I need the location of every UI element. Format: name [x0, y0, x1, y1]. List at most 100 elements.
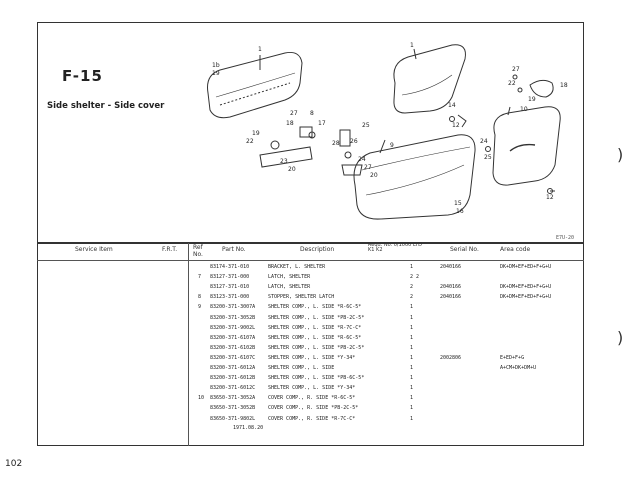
figure-id: F-15 — [62, 67, 103, 85]
binding-mark: ) — [617, 328, 624, 347]
svg-text:12: 12 — [546, 194, 554, 201]
row-qty: 2 — [410, 284, 414, 291]
svg-text:26: 26 — [350, 138, 358, 145]
row-qty: 1 — [410, 385, 414, 392]
row-part: 83200-371-3007A — [210, 304, 256, 311]
row-desc: SHELTER COMP., L. SIDE *Y-34* — [268, 385, 356, 392]
row-part: 83174-371-010 — [210, 264, 250, 270]
svg-text:23: 23 — [280, 158, 288, 165]
svg-text:24: 24 — [480, 138, 488, 145]
svg-text:15: 15 — [454, 200, 462, 207]
row-desc: COVER COMP., R. SIDE *PB-2C-5* — [268, 405, 359, 412]
col-service-item: Service Item — [75, 246, 113, 253]
col-frt: F.R.T. — [162, 246, 178, 253]
row-area: DK+DM+EF+ED+F+G+U — [500, 294, 552, 301]
row-desc: COVER COMP., R. SIDE *R-6C-5* — [268, 395, 356, 402]
figure-code: E7U-20 — [556, 235, 575, 241]
row-part: 83200-371-6012A — [210, 365, 256, 371]
row-area: DK+DM+EF+ED+F+G+U — [500, 284, 552, 291]
svg-text:20: 20 — [288, 166, 296, 173]
row-ref: 9 — [198, 304, 202, 311]
row-desc: LATCH, SHELTER — [268, 284, 311, 291]
row-desc: LATCH, SHELTER — [268, 274, 311, 281]
row-part: 83200-371-6107C — [210, 354, 256, 361]
row-serial: 2040166 — [440, 284, 462, 291]
row-qty: 1 — [410, 354, 414, 361]
row-area: DK+DM+EF+ED+F+G+U — [500, 264, 552, 270]
col-reqd-no: Reqd. No. 0/1000 LTD K1 K2 — [368, 242, 422, 253]
svg-text:25: 25 — [484, 154, 492, 161]
row-part: 83200-371-9002L — [210, 324, 256, 331]
row-part: 83200-371-6012B — [210, 375, 256, 382]
row-desc: STOPPER, SHELTER LATCH — [268, 294, 335, 301]
col-ref-no: Ref No. — [193, 244, 203, 258]
svg-text:28: 28 — [332, 140, 340, 147]
row-serial: 2002806 — [440, 354, 462, 361]
svg-text:22: 22 — [246, 138, 254, 145]
figure-title: Side shelter - Side cover — [47, 101, 165, 111]
row-part: 83200-371-6012C — [210, 385, 256, 392]
svg-text:19: 19 — [212, 70, 220, 77]
row-desc: SHELTER COMP., L. SIDE *PB-2C-5* — [268, 344, 365, 351]
svg-text:16: 16 — [456, 208, 464, 215]
svg-text:14: 14 — [448, 102, 456, 109]
footer-code: 1971.08.20 — [233, 425, 264, 431]
row-ref: 7 — [198, 274, 202, 281]
svg-text:27: 27 — [290, 110, 298, 117]
row-desc: SHELTER COMP., L. SIDE *PB-6C-5* — [268, 375, 365, 382]
row-part: 83650-371-9802L — [210, 415, 256, 422]
svg-text:1: 1 — [410, 42, 414, 49]
svg-text:19: 19 — [252, 130, 260, 137]
svg-text:9: 9 — [390, 142, 394, 149]
col-part-no: Part No. — [222, 246, 246, 253]
svg-text:1: 1 — [258, 46, 262, 53]
row-desc: SHELTER COMP., L. SIDE *Y-34* — [268, 354, 356, 361]
svg-text:27: 27 — [512, 66, 520, 73]
row-part: 83650-371-3052B — [210, 405, 256, 412]
row-desc: COVER COMP., R. SIDE *R-7C-C* — [268, 415, 356, 422]
column-divider — [188, 243, 189, 446]
row-part: 83650-371-3052A — [210, 395, 256, 402]
row-part: 83127-371-000 — [210, 274, 250, 281]
header-underline — [37, 260, 584, 261]
row-qty: 1 — [410, 405, 414, 412]
row-desc: SHELTER COMP., L. SIDE *R-6C-5* — [268, 304, 362, 311]
svg-text:27: 27 — [364, 164, 372, 171]
row-qty: 1 — [410, 314, 414, 321]
svg-text:1b: 1b — [212, 62, 220, 69]
svg-text:10: 10 — [520, 106, 528, 113]
svg-text:25: 25 — [362, 122, 370, 129]
svg-text:8: 8 — [310, 110, 314, 117]
row-area: A+CM+DK+DM+U — [500, 365, 537, 371]
svg-text:20: 20 — [370, 172, 378, 179]
svg-text:22: 22 — [508, 80, 516, 87]
page-frame — [37, 22, 584, 446]
row-ref: 8 — [198, 294, 202, 301]
section-divider — [37, 242, 584, 244]
svg-text:12: 12 — [452, 122, 460, 129]
svg-text:18: 18 — [286, 120, 294, 127]
row-qty: 2 — [410, 294, 414, 301]
row-part: 83123-371-000 — [210, 294, 250, 301]
col-serial-no: Serial No. — [450, 246, 479, 253]
row-qty: 1 — [410, 264, 414, 270]
row-qty: 1 — [410, 415, 414, 422]
row-desc: SHELTER COMP., L. SIDE — [268, 365, 335, 371]
row-desc: BRACKET, L. SHELTER — [268, 264, 326, 270]
svg-text:17: 17 — [318, 120, 326, 127]
row-ref: 10 — [198, 395, 205, 402]
col-description: Description — [300, 246, 335, 253]
row-qty: 1 — [410, 375, 414, 382]
row-part: 83200-371-6102B — [210, 344, 256, 351]
page-number: 102 — [5, 459, 23, 469]
row-qty: 1 — [410, 334, 414, 341]
binding-mark: ) — [617, 145, 624, 164]
row-part: 83200-371-6107A — [210, 334, 256, 341]
row-qty: 2 2 — [410, 274, 420, 281]
row-desc: SHELTER COMP., L. SIDE *PB-2C-5* — [268, 314, 365, 321]
row-area: E+ED+F+G — [500, 354, 525, 361]
svg-text:24: 24 — [358, 156, 366, 163]
row-serial: 2040166 — [440, 294, 462, 301]
row-qty: 1 — [410, 365, 414, 371]
